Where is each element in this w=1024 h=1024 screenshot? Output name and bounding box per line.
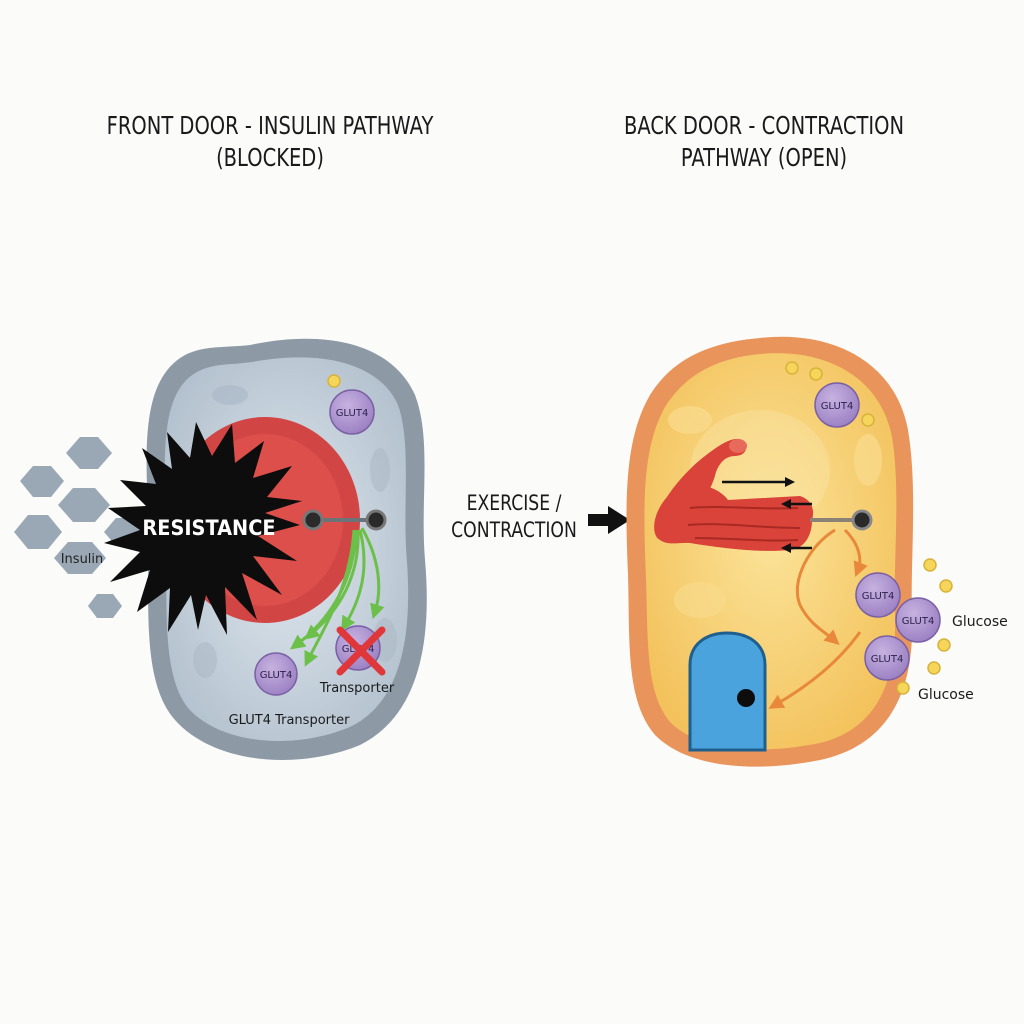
right-panel-title: BACK DOOR - CONTRACTION PATHWAY (OPEN) bbox=[569, 110, 959, 174]
organelle bbox=[854, 434, 882, 486]
open-door-icon bbox=[688, 631, 767, 752]
blocked-x-icon bbox=[336, 626, 386, 676]
orange-arrow bbox=[795, 528, 840, 645]
glucose-dot bbox=[923, 558, 937, 572]
glut4-top-label: GLUT4 bbox=[336, 408, 369, 419]
transporter-label: Transporter bbox=[319, 681, 395, 696]
right-title-line1: BACK DOOR - CONTRACTION bbox=[623, 111, 905, 140]
glut4-bottom-label: GLUT4 bbox=[260, 670, 293, 681]
green-arrow bbox=[304, 529, 356, 667]
glut4-b bbox=[895, 597, 941, 643]
glucose-dot bbox=[861, 413, 875, 427]
insulin-hexagon bbox=[88, 594, 122, 618]
glucose-dot bbox=[937, 638, 951, 652]
glut4-top-left bbox=[329, 389, 375, 435]
left-panel-title: FRONT DOOR - INSULIN PATHWAY (BLOCKED) bbox=[75, 110, 465, 174]
glut4-transporter-label: GLUT4 Transporter bbox=[229, 713, 351, 728]
insulin-hexagons bbox=[14, 437, 144, 618]
green-signal-arrows bbox=[289, 527, 385, 667]
left-title-line2: (BLOCKED) bbox=[216, 143, 324, 172]
glucose-dot bbox=[785, 361, 799, 375]
resistance-label: RESISTANCE bbox=[142, 515, 275, 540]
receptor-knob bbox=[851, 509, 873, 531]
door-knob bbox=[737, 689, 755, 707]
resistance-burst bbox=[104, 422, 302, 635]
green-arrow bbox=[360, 527, 385, 620]
glucose-dot bbox=[327, 374, 341, 388]
left-title-line1: FRONT DOOR - INSULIN PATHWAY bbox=[106, 111, 434, 140]
receptor-knob bbox=[302, 509, 324, 531]
glucose-dot bbox=[809, 367, 823, 381]
receptor-knob bbox=[365, 509, 387, 531]
glut4-c-label: GLUT4 bbox=[871, 654, 904, 665]
insulin-hexagon bbox=[20, 466, 64, 497]
organelle bbox=[193, 642, 217, 678]
orange-arrow bbox=[843, 528, 868, 577]
glucose-dot bbox=[927, 661, 941, 675]
glucose-particles bbox=[896, 558, 953, 695]
orange-signal-arrows bbox=[768, 528, 868, 709]
right-cell: GLUT4 GLUT4 GLUT4 GLUT4 bbox=[626, 336, 941, 767]
organelle bbox=[668, 406, 712, 434]
orange-arrow bbox=[768, 631, 862, 709]
insulin-hexagon bbox=[66, 437, 112, 469]
glucose-dot bbox=[896, 681, 910, 695]
glucose-label-1: Glucose bbox=[952, 614, 1008, 630]
right-title-line2: PATHWAY (OPEN) bbox=[680, 143, 848, 172]
glut4-top-right-label: GLUT4 bbox=[821, 401, 854, 412]
glut4-c bbox=[864, 635, 910, 681]
glut4-a-label: GLUT4 bbox=[862, 591, 895, 602]
insulin-hexagon bbox=[14, 515, 62, 549]
insulin-hexagon bbox=[58, 488, 110, 522]
fist bbox=[729, 439, 747, 453]
glut4-a bbox=[855, 572, 901, 618]
exercise-arrow-icon bbox=[588, 506, 630, 534]
organelle bbox=[370, 448, 390, 492]
organelle bbox=[674, 582, 726, 618]
organelle bbox=[212, 385, 248, 405]
glut4-b-label: GLUT4 bbox=[902, 616, 935, 627]
glut4-top-right bbox=[814, 382, 860, 428]
glut4-bottom-left bbox=[254, 652, 298, 696]
green-arrow bbox=[341, 529, 366, 632]
insulin-hexagon bbox=[54, 542, 106, 574]
exercise-label-line2: CONTRACTION bbox=[451, 517, 577, 542]
glucose-label-2: Glucose bbox=[918, 687, 974, 703]
exercise-label-line1: EXERCISE / bbox=[467, 490, 562, 515]
insulin-label: Insulin bbox=[61, 552, 104, 567]
green-arrow bbox=[304, 529, 360, 640]
glucose-dot bbox=[939, 579, 953, 593]
